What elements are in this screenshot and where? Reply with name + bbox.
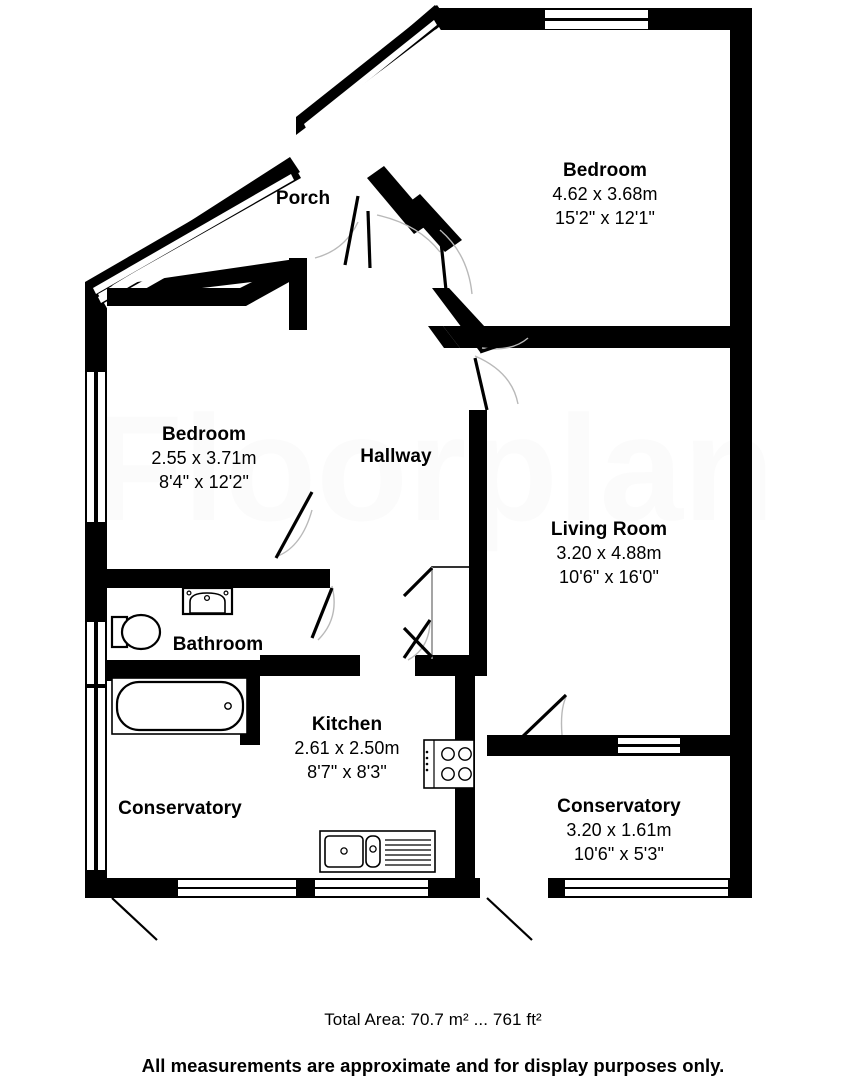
disclaimer-text: All measurements are approximate and for… bbox=[141, 1055, 725, 1076]
room-dimension-metric: 2.61 x 2.50m bbox=[294, 738, 400, 759]
room-label-hallway: Hallway bbox=[336, 444, 456, 469]
watermark: Floorplan bbox=[91, 384, 774, 552]
room-name: Bedroom bbox=[161, 424, 247, 445]
toilet-icon bbox=[110, 613, 162, 651]
floorplan-svg: Floorplan bbox=[85, 5, 774, 941]
svg-text:Floorplan: Floorplan bbox=[91, 384, 774, 552]
room-name: Hallway bbox=[360, 446, 432, 467]
kitchen-fixtures bbox=[319, 739, 475, 873]
room-dimension-metric: 4.62 x 3.68m bbox=[552, 184, 658, 205]
room-dimension-imperial: 8'4" x 12'2" bbox=[159, 471, 249, 492]
room-label-porch: Porch bbox=[243, 186, 363, 211]
window-living-conservatory bbox=[560, 735, 680, 756]
kitchen-sink-icon bbox=[319, 830, 436, 873]
porch-diagonal-wall-left bbox=[85, 162, 301, 303]
porch-lower-wall bbox=[107, 258, 307, 330]
hallway-cupboard bbox=[402, 566, 471, 660]
room-dimension-metric: 3.20 x 4.88m bbox=[556, 543, 662, 564]
room-dimension-imperial: 10'6" x 16'0" bbox=[558, 566, 660, 587]
total-area-text: Total Area: 70.7 m² ... 761 ft² bbox=[324, 1010, 542, 1029]
doors bbox=[111, 195, 568, 941]
room-name: Conservatory bbox=[557, 796, 681, 817]
footer: Total Area: 70.7 m² ... 761 ft² All meas… bbox=[0, 980, 866, 1077]
wash-basin-icon bbox=[181, 586, 234, 616]
room-dimension-metric: 2.55 x 3.71m bbox=[151, 448, 257, 469]
room-dimension-imperial: 15'2" x 12'1" bbox=[554, 207, 656, 228]
bathroom-fixtures bbox=[110, 586, 248, 735]
kitchen-hob-icon bbox=[423, 739, 475, 789]
room-dimension-imperial: 10'6" x 5'3" bbox=[574, 843, 664, 864]
room-label-conservatory-right: Conservatory 3.20 x 1.61m 10'6" x 5'3" bbox=[499, 794, 739, 867]
bathtub-icon bbox=[111, 677, 248, 735]
room-label-bedroom-second: Bedroom 2.55 x 3.71m 8'4" x 12'2" bbox=[84, 422, 324, 495]
floorplan-canvas: Floorplan bbox=[60, 5, 774, 941]
room-label-bathroom: Bathroom bbox=[158, 632, 278, 657]
room-name: Conservatory bbox=[118, 798, 242, 819]
room-name: Kitchen bbox=[311, 714, 383, 735]
room-label-bedroom-main: Bedroom 4.62 x 3.68m 15'2" x 12'1" bbox=[485, 158, 725, 231]
room-label-conservatory-left: Conservatory bbox=[60, 796, 300, 821]
room-name: Bedroom bbox=[562, 160, 648, 181]
room-dimension-metric: 3.20 x 1.61m bbox=[566, 820, 672, 841]
room-label-living-room: Living Room 3.20 x 4.88m 10'6" x 16'0" bbox=[489, 517, 729, 590]
room-label-kitchen: Kitchen 2.61 x 2.50m 8'7" x 8'3" bbox=[227, 712, 467, 785]
room-name: Living Room bbox=[550, 519, 668, 540]
room-dimension-imperial: 8'7" x 8'3" bbox=[307, 761, 387, 782]
room-name: Porch bbox=[275, 188, 331, 209]
porch-diagonal-wall-upper bbox=[296, 5, 448, 137]
room-name: Bathroom bbox=[172, 634, 264, 655]
